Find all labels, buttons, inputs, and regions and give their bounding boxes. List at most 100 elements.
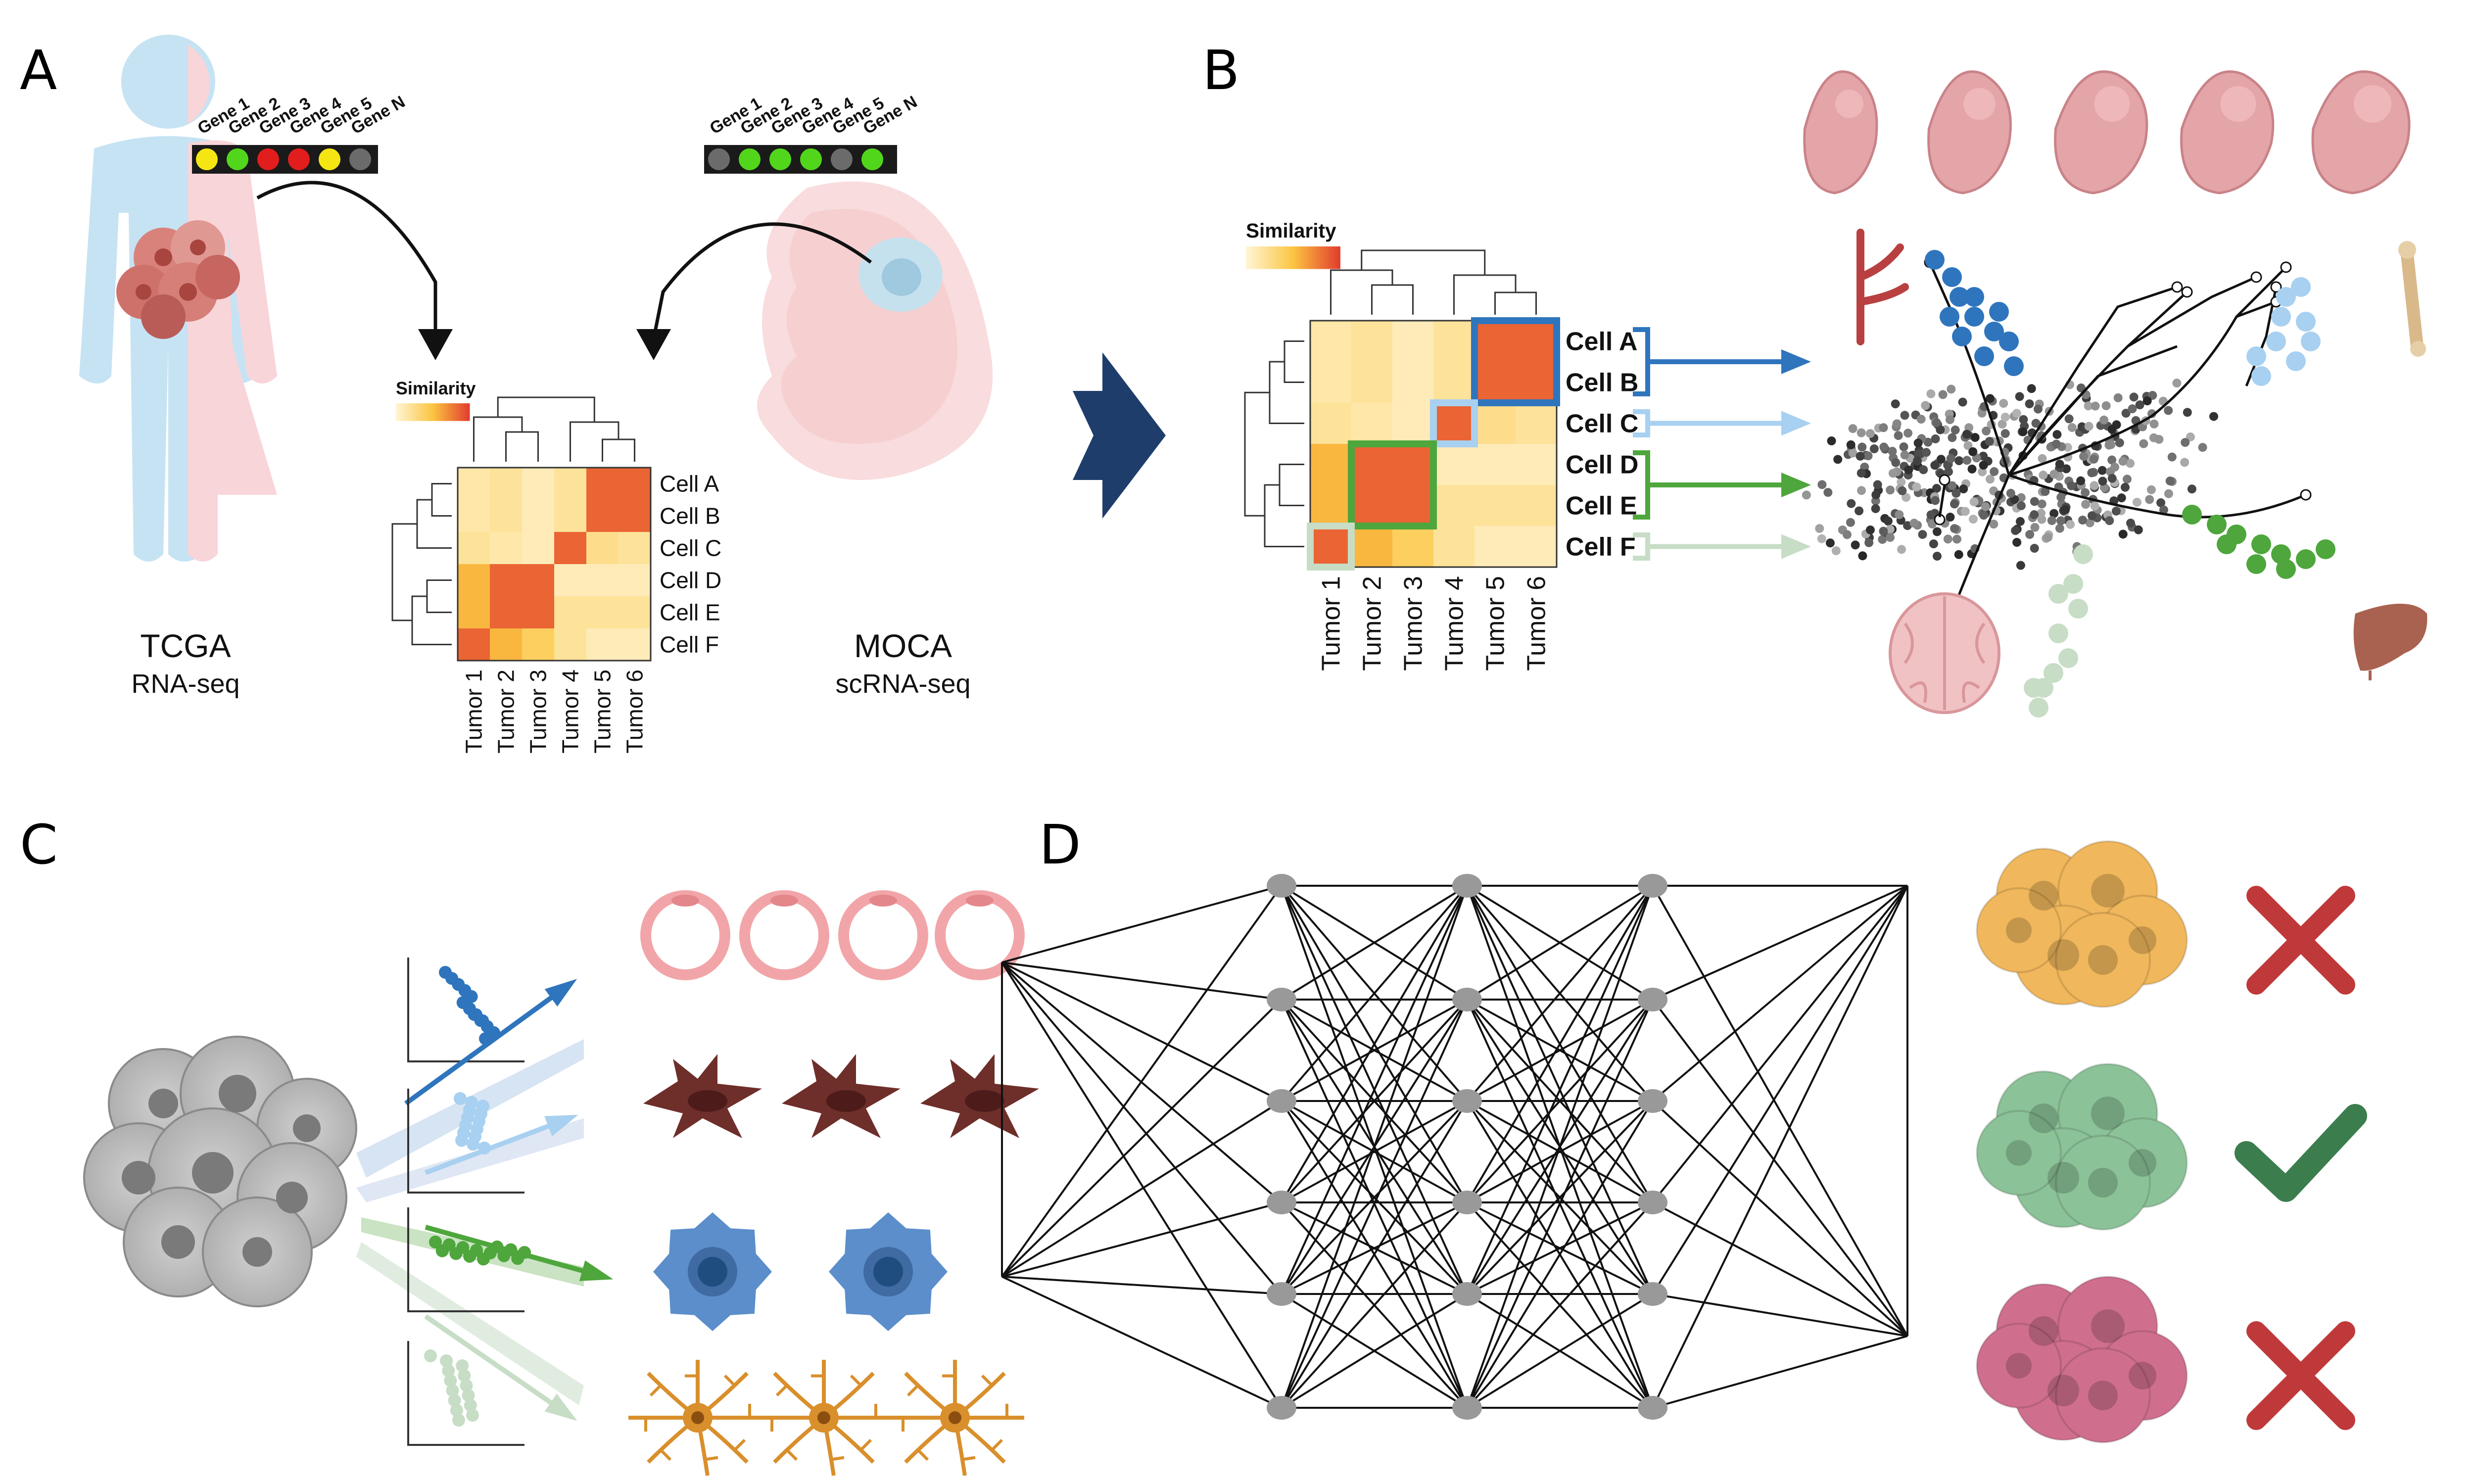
gray-tumor-nucleus: [161, 1225, 195, 1259]
cell-label: Cell F: [660, 632, 719, 658]
trajectory-point: [2019, 415, 2028, 424]
trajectory-point: [1865, 525, 1875, 534]
trajectory-endpoint: [2280, 261, 2292, 273]
trajectory-point: [2011, 526, 2020, 535]
cluster-c-point: [2271, 307, 2291, 327]
heatmap-cell: [1516, 321, 1557, 362]
trajectory-point: [2066, 520, 2075, 529]
trajectory-point: [1897, 545, 1906, 554]
trajectory-point: [2033, 404, 2043, 414]
trajectory-point: [1879, 442, 1889, 452]
subplot-axes: [407, 957, 524, 1062]
network-edge: [1001, 961, 1282, 1001]
network-node: [1267, 988, 1296, 1011]
moca-gene-dot: [708, 148, 730, 170]
trajectory-point: [1979, 461, 1988, 470]
trajectory-point: [1891, 458, 1901, 467]
trajectory-plot: [1802, 250, 2335, 718]
heatmap-cell: [522, 500, 554, 532]
trajectory-point: [2067, 423, 2077, 432]
outcome-tumor-nucleus: [2047, 1162, 2079, 1194]
embryo-head-icon: [1835, 90, 1863, 118]
trajectory-point: [1985, 394, 1995, 403]
trajectory-point: [2198, 443, 2207, 452]
trajectory-point: [2118, 457, 2128, 466]
trajectory-point: [2076, 476, 2086, 485]
trajectory-point: [2128, 404, 2137, 414]
heatmap-cell: [490, 500, 522, 532]
subplot-point: [460, 1379, 473, 1392]
trajectory-point: [2000, 412, 2010, 422]
network-edge: [1001, 1100, 1283, 1278]
cell-label: Cell B: [1566, 369, 1638, 397]
outcome-tumor-nucleus: [2088, 945, 2118, 975]
heatmap-cell: [1351, 362, 1392, 403]
trajectory-point: [2091, 401, 2100, 411]
network-node: [1638, 1396, 1667, 1420]
moca-gene-dot: [739, 148, 761, 170]
heatmap-cell: [490, 596, 522, 628]
network-edge: [1466, 1100, 1654, 1409]
trajectory-point: [2030, 523, 2040, 532]
cluster-f-point: [2044, 663, 2063, 683]
cluster-c-point: [2291, 277, 2311, 297]
trajectory-point: [1846, 518, 1855, 527]
trajectory-point: [2044, 532, 2053, 542]
tcga-title: TCGA: [140, 627, 231, 664]
trajectory-point: [1950, 524, 1959, 533]
trajectory-point: [2111, 506, 2121, 516]
trajectory-point: [2055, 459, 2064, 469]
cluster-f-point: [2063, 574, 2083, 594]
heatmap-cell: [1392, 485, 1433, 526]
cell-label: Cell D: [1566, 451, 1638, 479]
dendrogram-left-branch: [1284, 340, 1304, 383]
trajectory-point: [2016, 501, 2026, 511]
heatmap-cell: [1351, 526, 1392, 567]
cross-mark-icon: [2246, 1321, 2355, 1430]
trajectory-point: [1831, 546, 1841, 556]
trajectory-point: [2183, 408, 2192, 417]
trajectory-point: [2015, 392, 2024, 401]
cell-label: Cell D: [660, 568, 721, 593]
trajectory-point: [2051, 439, 2061, 449]
trajectory-point: [1846, 440, 1856, 449]
trajectory-point: [2156, 498, 2166, 508]
trajectory-point: [1948, 481, 1957, 490]
moca-arrow-head: [636, 329, 671, 360]
heatmap-cell: [1516, 362, 1557, 403]
network-edge: [1001, 961, 1283, 1295]
embryo-stage-icon: [1927, 70, 2012, 194]
trajectory-point: [1929, 539, 1938, 549]
network-edge: [1281, 885, 1468, 1408]
trajectory-point: [2055, 524, 2064, 533]
trajectory-point: [1855, 506, 1864, 516]
trajectory-point: [2110, 462, 2120, 472]
trajectory-point: [2064, 414, 2074, 424]
heatmap-cell: [554, 564, 586, 596]
cluster-a-b-point: [1964, 287, 1984, 307]
panel-d: [1001, 840, 2367, 1443]
cluster-c-point: [2266, 332, 2286, 351]
trajectory-point: [1848, 424, 1857, 433]
cluster-f-point: [2048, 623, 2068, 643]
trajectory-point: [1842, 530, 1852, 539]
subplot-point: [456, 1359, 469, 1372]
fibroblast-row: [643, 1054, 1039, 1138]
network-edge: [1466, 885, 1654, 1408]
heatmap-cell: [1516, 526, 1557, 567]
tcga-gene-dot: [257, 148, 279, 170]
heatmap-cell: [618, 564, 651, 596]
subplot-point: [446, 1384, 459, 1397]
dendrogram-top-branch: [1371, 284, 1414, 315]
cluster-a-b-point: [1974, 346, 1994, 366]
neuron-branch-icon: [785, 1448, 798, 1461]
correlation-subplots: [404, 957, 614, 1446]
trajectory-point: [1981, 502, 1990, 511]
trajectory-point: [1903, 429, 1913, 438]
embryo-head-icon: [2354, 85, 2391, 123]
trajectory-point: [1900, 450, 1909, 460]
trajectory-point: [1833, 455, 1843, 464]
tumor-label: Tumor 3: [1399, 576, 1428, 671]
